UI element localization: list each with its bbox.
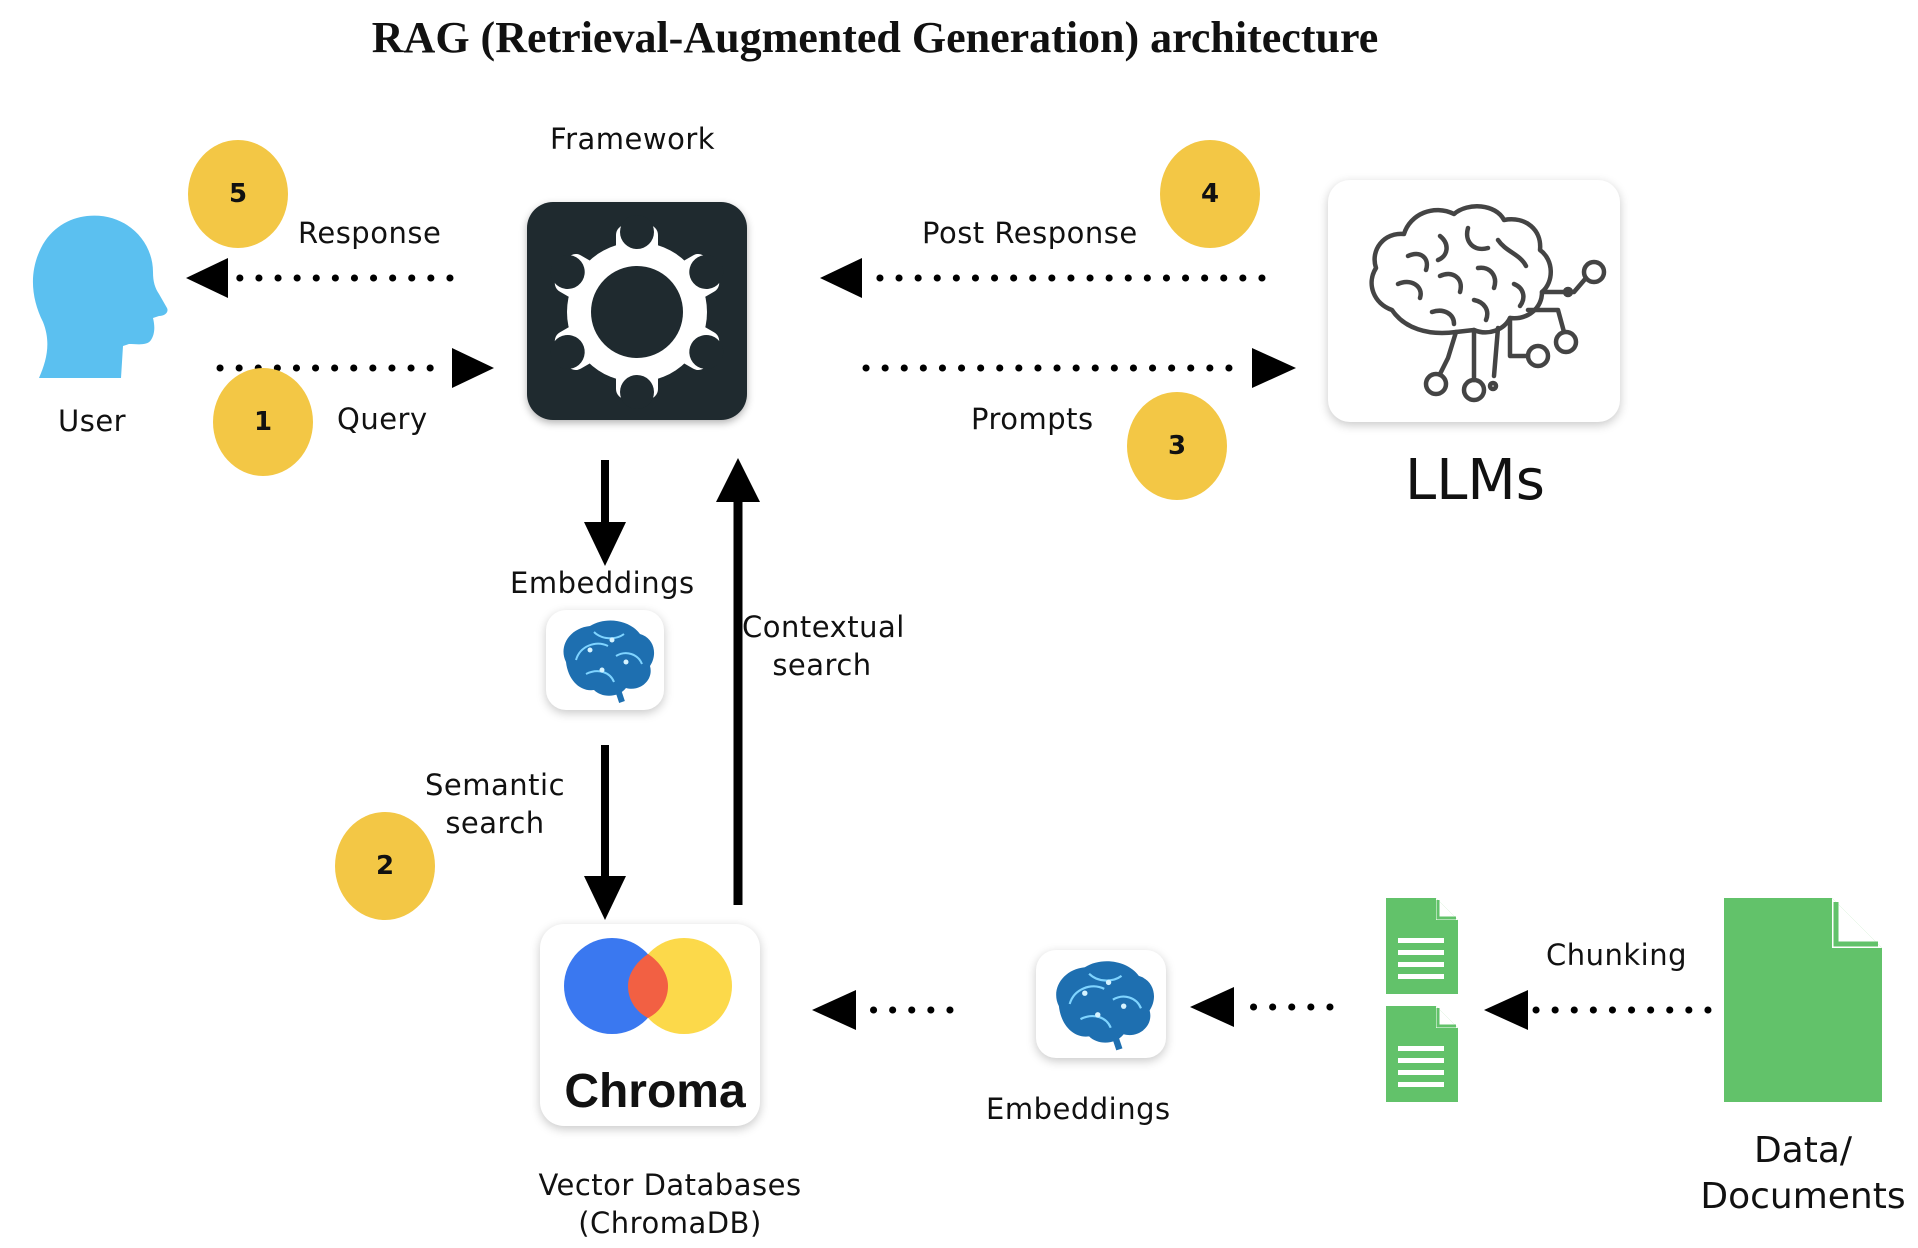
chroma-box: Chroma [540,924,760,1126]
embeddings-bottom-label: Embeddings [986,1092,1171,1126]
chunks-to-embeddings-arrow [1190,987,1334,1027]
semantic-search-arrow [584,745,626,920]
chunk-document-icon [1386,898,1458,994]
llms-label: LLMs [1405,448,1545,513]
embeddings-top-label: Embeddings [510,566,695,600]
chunking-arrow [1484,990,1712,1030]
chunking-label: Chunking [1546,938,1688,972]
vector-db-label-line2: (ChromaDB) [578,1206,762,1240]
post-response-label: Post Response [922,216,1138,250]
contextual-search-arrow [716,458,760,905]
prompts-label: Prompts [971,402,1094,436]
step-badge-4: 4 [1160,140,1260,248]
semantic-search-label-line2: search [445,806,545,840]
post-response-arrow [820,258,1266,298]
embeddings-bottom-box [1036,950,1166,1058]
response-arrow [186,258,454,298]
user-label: User [58,404,127,438]
response-label: Response [298,216,442,250]
step-badge-2: 2 [335,812,435,920]
contextual-search-label-line1: Contextual [742,610,905,644]
documents-label-line2: Documents [1700,1176,1906,1217]
semantic-search-label-line1: Semantic [424,768,566,802]
embeddings-top-box [546,610,664,710]
framework-label: Framework [550,122,716,156]
prompts-arrow [862,348,1296,388]
chroma-logo-text: Chroma [564,1065,746,1118]
framework-box [527,202,747,420]
step-badge-3: 3 [1127,392,1227,500]
data-document-icon [1724,898,1882,1102]
chunk-document-icon [1386,1006,1458,1102]
step-badge-1: 1 [213,368,313,476]
query-label: Query [337,402,428,436]
chroma-logo-icon [564,938,732,1034]
step-badge-5: 5 [188,140,288,248]
diagram-title: RAG (Retrieval-Augmented Generation) arc… [371,13,1379,62]
llms-box [1328,180,1620,422]
vector-db-label-line1: Vector Databases [538,1168,802,1202]
contextual-search-label-line2: search [772,648,872,682]
gear-icon [550,215,724,409]
brain-circuit-icon [1369,204,1607,403]
user-head-icon [32,215,168,378]
ai-brain-icon [1056,961,1155,1051]
ai-brain-icon [563,620,655,703]
to-embeddings-arrow [584,460,626,566]
documents-label-line1: Data/ [1753,1130,1853,1171]
embeddings-to-chroma-arrow [812,990,954,1030]
